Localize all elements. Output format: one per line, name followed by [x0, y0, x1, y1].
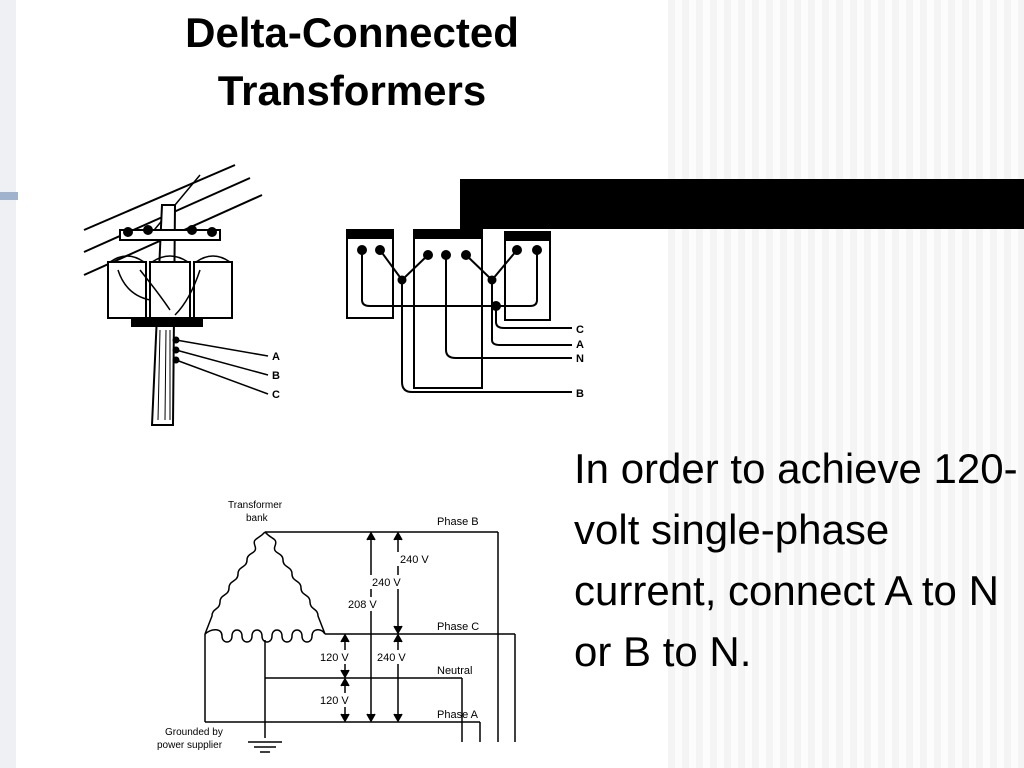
pole-label-b: B: [272, 370, 280, 382]
striped-background: [668, 0, 1024, 768]
label-mask: [318, 650, 360, 664]
voltage-120-lower: 120 V: [320, 695, 349, 707]
phase-a-label: Phase A: [437, 709, 479, 721]
label-mask: [318, 693, 360, 707]
grounded-label-2: power supplier: [157, 740, 223, 751]
pole-label-a: A: [272, 351, 280, 363]
slide-title: Delta-Connected Transformers: [112, 4, 592, 120]
left-accent-tick: [0, 192, 18, 200]
title-line-2: Transformers: [217, 67, 487, 114]
voltage-120-upper: 120 V: [320, 652, 349, 664]
grounded-label-1: Grounded by: [165, 727, 223, 738]
wiring-label-n: N: [576, 353, 584, 365]
transformer-bank-label-2: bank: [246, 513, 269, 524]
wiring-label-c: C: [576, 324, 584, 336]
label-mask: [368, 575, 410, 589]
wiring-label-a: A: [576, 339, 584, 351]
wiring-figure: [346, 229, 572, 393]
pole-label-c: C: [272, 389, 280, 401]
label-mask: [374, 650, 416, 664]
voltage-240-mid: 240 V: [372, 577, 401, 589]
label-mask: [396, 552, 438, 566]
black-accent-bar: [460, 179, 1024, 229]
phase-c-label: Phase C: [437, 621, 479, 633]
delta-schematic: [204, 531, 516, 753]
wiring-label-b: B: [576, 388, 584, 400]
phase-b-label: Phase B: [437, 516, 479, 528]
body-text: In order to achieve 120-volt single-phas…: [574, 445, 1018, 675]
title-line-1: Delta-Connected: [185, 9, 519, 56]
voltage-240-lower: 240 V: [377, 652, 406, 664]
transformer-bank-label-1: Transformer: [228, 500, 283, 511]
pole-transformer-figure: [83, 164, 269, 426]
label-mask: [344, 597, 386, 611]
neutral-label: Neutral: [437, 665, 472, 677]
voltage-208: 208 V: [348, 599, 377, 611]
voltage-240-top: 240 V: [400, 554, 429, 566]
